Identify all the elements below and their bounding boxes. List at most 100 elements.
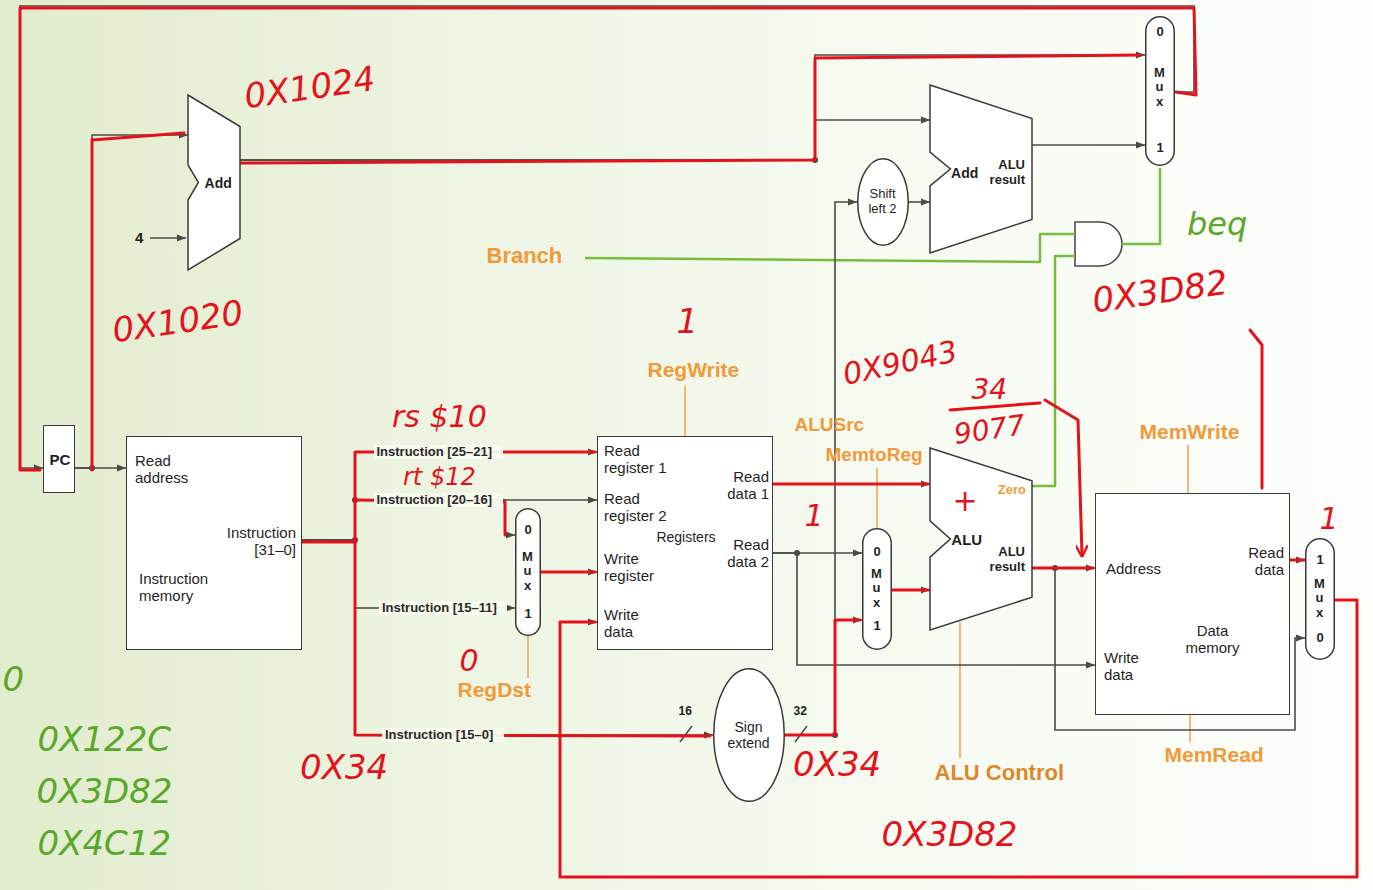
control-signal: MemRead: [1165, 743, 1266, 766]
datapath-wire: [909, 201, 930, 203]
unit-label: ALU result: [977, 158, 1025, 188]
red-annotations: [20, 8, 1357, 877]
wire-label: Instruction [15–11]: [379, 601, 507, 615]
handwritten-note: 0X3D82: [882, 816, 1019, 853]
memory-unit: AddressWrite dataRead dataData memory: [1095, 493, 1290, 715]
unit-label: Read register 2: [604, 490, 682, 525]
unit-label: 0: [524, 523, 533, 538]
unit-label: Zero: [996, 483, 1026, 498]
handwritten-note: 0X122C: [38, 721, 173, 758]
sign-extend-unit: Sign extend: [713, 668, 785, 802]
control-signal: RegDst: [458, 678, 533, 701]
control-signal: MemWrite: [1140, 420, 1241, 443]
handwritten-note: 1: [677, 303, 700, 340]
control-signal: ALU Control: [935, 761, 1066, 785]
mux-outline: [1146, 17, 1175, 166]
ellipse-outline: [858, 159, 909, 246]
unit-label: Data memory: [1178, 622, 1248, 657]
multiplexer: 0 M u x 1: [862, 528, 892, 650]
datapath-wire: [541, 571, 597, 573]
unit-label: 0: [873, 545, 882, 560]
memory-unit: Read addressInstruction [31–0] Instructio…: [126, 436, 302, 650]
mux-outline: [863, 529, 892, 650]
datapath-wire: [785, 202, 857, 735]
unit-label: 0: [1316, 631, 1325, 646]
multiplexer: 1 M u x 0: [1305, 538, 1335, 660]
datapath-wire: [1032, 567, 1095, 569]
handwritten-note: 0X34: [300, 749, 390, 786]
wire-label: Instruction [15–0]: [382, 728, 504, 742]
wire-label: Instruction [25–21]: [374, 445, 503, 459]
unit-label: Read data 1: [717, 468, 769, 503]
unit-label: M u x: [870, 567, 884, 612]
control-lines: [528, 386, 1190, 758]
handwritten-note: 0X1020: [110, 294, 247, 350]
unit-label: Shift left 2: [861, 187, 905, 217]
handwritten-note: 0X4C12: [38, 825, 173, 862]
unit-label: M u x: [1313, 577, 1327, 622]
bus-width: 32: [794, 705, 809, 718]
and-gate: [1075, 222, 1122, 266]
handwritten-note: rs $10: [392, 400, 488, 433]
handwritten-note: 0X1024: [242, 60, 379, 116]
datapath-wire: [240, 120, 930, 160]
unit-label: ALU result: [977, 545, 1025, 575]
control-signal: RegWrite: [648, 358, 741, 381]
alu-outline: [930, 85, 1032, 253]
handwritten-note: beq: [1187, 207, 1249, 242]
handwritten-note: 0X3D82: [37, 773, 174, 810]
adder: Add: [188, 95, 240, 270]
handwritten-note: 1: [805, 499, 826, 532]
handwritten-note: rt $12: [403, 464, 477, 490]
handwritten-note: 0: [3, 661, 26, 698]
shift-unit: Shift left 2: [857, 158, 909, 246]
adder: AddALU result: [930, 85, 1032, 253]
unit-label: M u x: [1153, 66, 1167, 111]
datapath-wire: [773, 483, 930, 485]
unit-label: PC: [49, 451, 71, 468]
handwritten-note: 0: [460, 644, 481, 677]
unit-label: Read data: [1234, 544, 1284, 579]
wire-label: Instruction [20–16]: [374, 493, 503, 507]
unit-label: Add: [204, 175, 233, 191]
unit-label: Instruction [31–0]: [212, 524, 296, 559]
unit-label: Instruction memory: [139, 570, 219, 605]
datapath-wire: [892, 589, 930, 591]
handwritten-note: 9077: [952, 410, 1029, 451]
unit-label: 1: [1316, 553, 1325, 568]
control-signal: MemtoReg: [826, 445, 925, 466]
handwritten-note: 1: [1320, 502, 1341, 535]
datapath-wire: [302, 540, 515, 608]
datapath-wire: [1032, 144, 1145, 146]
handwritten-note: 0X3D82: [1090, 264, 1231, 320]
connectors: [20, 6, 1357, 877]
unit-label: Read register 1: [604, 442, 682, 477]
junction-dots: [89, 157, 1058, 738]
unit-label: Registers: [656, 529, 717, 545]
unit-label: 1: [873, 619, 882, 634]
constant-input: 4: [135, 230, 145, 247]
unit-label: 0: [1156, 25, 1165, 40]
bus-width: 16: [679, 705, 694, 718]
mux-outline: [516, 509, 541, 636]
alu-outline: [188, 95, 240, 270]
control-signal: Branch: [487, 244, 564, 268]
datapath-wire: [1290, 559, 1305, 561]
alu-unit: ALU ZeroALU result: [930, 448, 1032, 630]
handwritten-note: 34: [972, 375, 1009, 406]
multiplexer: 0M u x1: [515, 508, 541, 636]
unit-label: ALU: [951, 531, 983, 548]
unit-label: Read address: [135, 452, 201, 487]
unit-label: Add: [950, 165, 979, 181]
datapath-wire: [302, 452, 597, 540]
unit-label: Write data: [604, 606, 654, 641]
multiplexer: 0M u x1: [1145, 16, 1175, 166]
mux-outline: [1306, 539, 1335, 660]
unit-label: Read data 2: [717, 536, 769, 571]
control-signal: ALUSrc: [795, 415, 866, 436]
ellipse-outline: [714, 669, 785, 802]
alu-outline: [930, 448, 1032, 630]
handwritten-note: 0X34: [793, 746, 883, 783]
handwritten-note: +: [953, 484, 980, 517]
unit-label: M u x: [521, 550, 535, 595]
